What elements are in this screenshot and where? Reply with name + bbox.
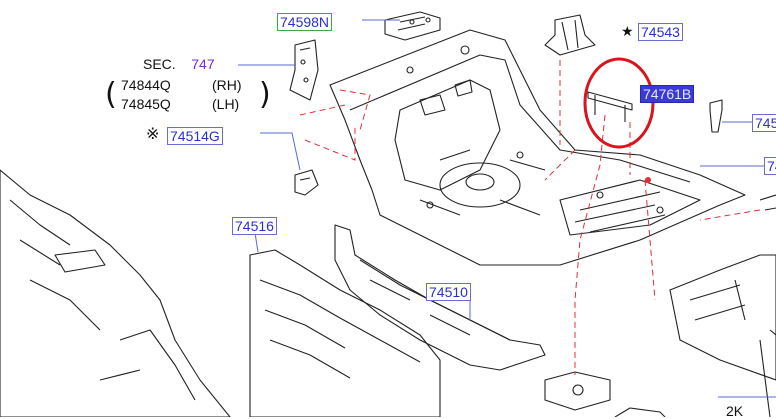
part-label-74598n[interactable]: 74598N: [277, 13, 333, 31]
bracket-74844q: [289, 39, 319, 101]
section-number[interactable]: 747: [191, 56, 215, 72]
reference-mark-symbol: ※: [146, 126, 160, 143]
pin-74761b: [587, 91, 633, 122]
bracket-74598n: [384, 11, 441, 41]
part-74844q: 74844Q: [121, 77, 171, 93]
section-ref: SEC. 747: [143, 56, 215, 72]
section-text: SEC.: [143, 56, 176, 72]
part-label-74510[interactable]: 74510: [426, 283, 471, 301]
bolt-right: [709, 99, 723, 133]
panel-74516: [249, 249, 441, 417]
part-74845q: 74845Q: [121, 96, 171, 112]
part-label-74543[interactable]: 74543: [638, 23, 683, 41]
part-label-2k: 2K: [726, 403, 744, 419]
part-label-74761b[interactable]: 74761B: [640, 85, 695, 103]
star-symbol: ★: [621, 23, 634, 39]
clip-74514g: [294, 169, 319, 196]
bracket-bottom: [544, 371, 611, 411]
quarter-panel-left: [0, 169, 231, 417]
close-paren: ): [259, 77, 271, 112]
side-rh: (RH): [212, 77, 242, 93]
panel-right: [669, 254, 776, 381]
side-lh: (LH): [212, 96, 240, 112]
open-paren: (: [105, 77, 117, 112]
part-label-74-right[interactable]: 74: [764, 157, 776, 175]
part-label-745-right[interactable]: 745: [752, 114, 776, 132]
rear-floor-panel: [329, 29, 746, 266]
mount-74543: [544, 14, 596, 56]
highlight-circle: [583, 57, 655, 149]
part-label-74516[interactable]: 74516: [232, 217, 277, 235]
part-label-74514g[interactable]: 74514G: [167, 127, 223, 145]
